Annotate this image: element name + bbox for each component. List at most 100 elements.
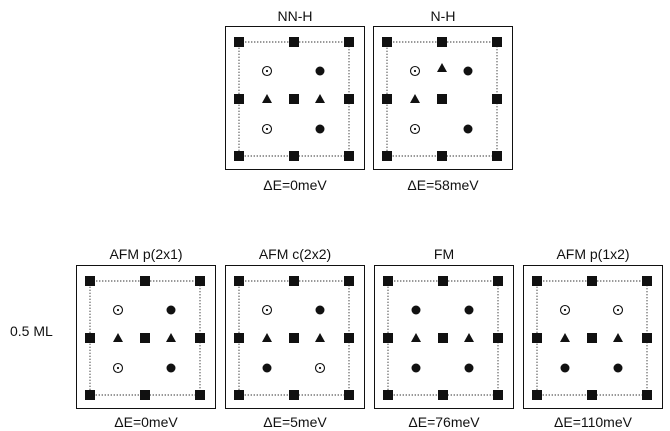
spin-filled-circle (315, 66, 325, 76)
spin-filled-circle (411, 363, 421, 373)
panel-afm-p1x2 (523, 265, 663, 409)
h-site-triangle (262, 333, 272, 342)
lattice-site-square (344, 276, 354, 286)
energy-label-afm-c2x2: ΔE=5meV (263, 414, 327, 430)
energy-label-n-h: ΔE=58meV (407, 177, 479, 193)
lattice-site-square (532, 276, 542, 286)
panel-title-afm-p1x2: AFM p(1x2) (556, 246, 630, 262)
h-site-triangle (411, 333, 421, 342)
lattice-site-square (642, 390, 652, 400)
lattice-site-square (382, 151, 392, 161)
spin-open-dot-circle (112, 362, 124, 374)
lattice-site-square (85, 276, 95, 286)
panel-title-n-h: N-H (430, 8, 456, 24)
lattice-site-square (195, 276, 205, 286)
panel-frame (76, 265, 216, 409)
lattice-site-square (234, 276, 244, 286)
lattice-site-square (289, 151, 299, 161)
energy-label-afm-p2x1: ΔE=0meV (114, 414, 178, 430)
lattice-site-square (437, 151, 447, 161)
lattice-site-square (438, 390, 448, 400)
spin-filled-circle (464, 305, 474, 315)
panel-frame (523, 265, 663, 409)
lattice-site-square (289, 276, 299, 286)
lattice-site-square (234, 94, 244, 104)
lattice-site-square (587, 276, 597, 286)
lattice-site-square (85, 390, 95, 400)
spin-filled-circle (463, 66, 473, 76)
spin-filled-circle (166, 363, 176, 373)
panel-frame (373, 26, 513, 170)
lattice-site-square (344, 151, 354, 161)
spin-filled-circle (463, 124, 473, 134)
panel-fm (374, 265, 514, 409)
h-site-triangle (410, 94, 420, 103)
h-site-triangle (464, 333, 474, 342)
h-site-triangle (315, 94, 325, 103)
lattice-site-square (344, 94, 354, 104)
spin-open-dot-circle (612, 304, 624, 316)
energy-label-fm: ΔE=76meV (408, 414, 480, 430)
lattice-site-square (642, 276, 652, 286)
spin-filled-circle (464, 363, 474, 373)
lattice-site-square (532, 390, 542, 400)
spin-open-dot-circle (261, 123, 273, 135)
lattice-site-square (344, 333, 354, 343)
panel-nn-h (225, 26, 365, 170)
lattice-site-square (493, 276, 503, 286)
panel-frame (225, 26, 365, 170)
lattice-site-square (587, 390, 597, 400)
lattice-site-square (289, 390, 299, 400)
spin-open-dot-circle (409, 65, 421, 77)
row-label: 0.5 ML (10, 323, 53, 339)
lattice-site-square (234, 151, 244, 161)
panel-afm-p2x1 (76, 265, 216, 409)
lattice-site-square (383, 333, 393, 343)
lattice-site-square (383, 390, 393, 400)
h-site-triangle (437, 63, 447, 72)
lattice-site-square (140, 390, 150, 400)
lattice-site-square (140, 276, 150, 286)
lattice-site-square (234, 37, 244, 47)
lattice-site-square (195, 390, 205, 400)
lattice-site-square (382, 37, 392, 47)
spin-filled-circle (560, 363, 570, 373)
panel-frame (374, 265, 514, 409)
spin-open-dot-circle (409, 123, 421, 135)
spin-filled-circle (411, 305, 421, 315)
lattice-site-square (492, 37, 502, 47)
lattice-site-square (344, 390, 354, 400)
h-site-triangle (560, 333, 570, 342)
spin-open-dot-circle (112, 304, 124, 316)
lattice-site-square (437, 37, 447, 47)
lattice-site-square (234, 333, 244, 343)
lattice-site-square (492, 94, 502, 104)
lattice-site-square (234, 390, 244, 400)
h-site-triangle (113, 333, 123, 342)
lattice-site-square (85, 333, 95, 343)
lattice-site-square (587, 333, 597, 343)
panel-title-afm-c2x2: AFM c(2x2) (258, 246, 332, 262)
spin-open-dot-circle (314, 362, 326, 374)
h-site-triangle (166, 333, 176, 342)
spin-filled-circle (315, 305, 325, 315)
lattice-site-square (492, 151, 502, 161)
lattice-site-square (642, 333, 652, 343)
lattice-site-square (383, 276, 393, 286)
h-site-triangle (613, 333, 623, 342)
panel-title-nn-h: NN-H (277, 8, 313, 24)
spin-open-dot-circle (261, 304, 273, 316)
energy-label-nn-h: ΔE=0meV (263, 177, 327, 193)
energy-label-afm-p1x2: ΔE=110meV (554, 414, 632, 430)
lattice-site-square (289, 94, 299, 104)
lattice-site-square (493, 390, 503, 400)
spin-filled-circle (315, 124, 325, 134)
spin-open-dot-circle (559, 304, 571, 316)
panel-title-fm: FM (433, 246, 455, 262)
lattice-site-square (382, 94, 392, 104)
lattice-site-square (532, 333, 542, 343)
panel-title-afm-p2x1: AFM p(2x1) (109, 246, 183, 262)
lattice-site-square (344, 37, 354, 47)
spin-filled-circle (262, 363, 272, 373)
lattice-site-square (493, 333, 503, 343)
